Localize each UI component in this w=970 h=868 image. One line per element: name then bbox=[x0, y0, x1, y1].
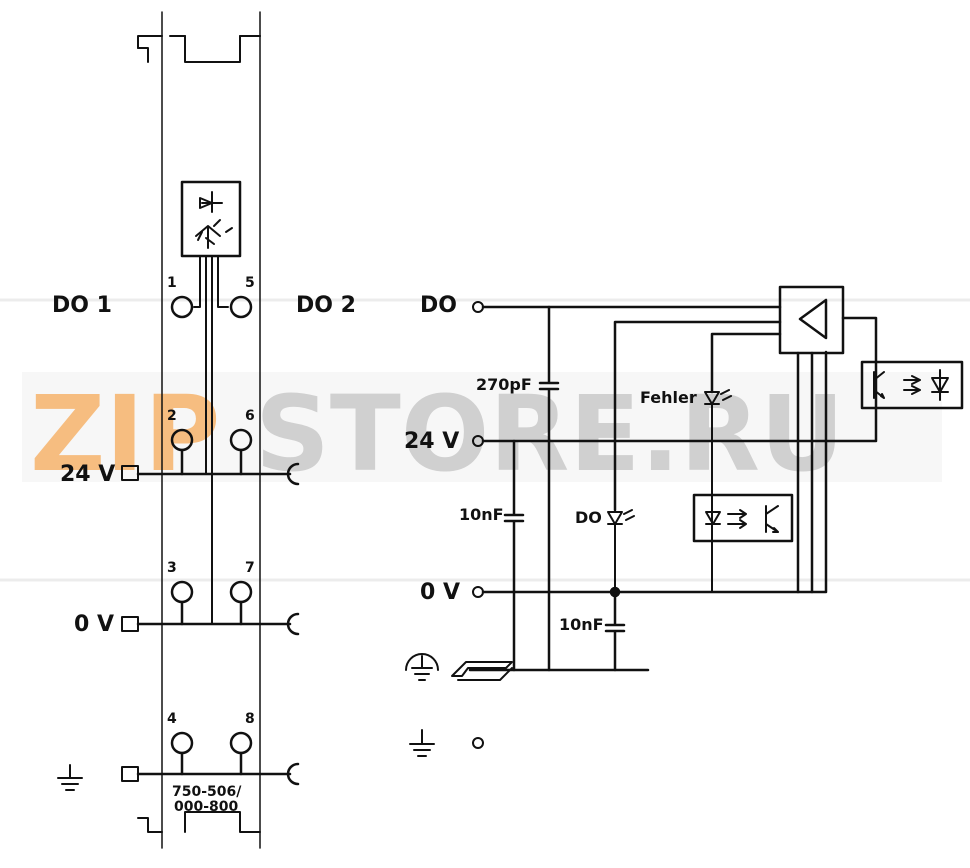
optocoupler-symbol bbox=[195, 191, 233, 249]
ground-icon bbox=[57, 764, 83, 791]
pin-label-7: 7 bbox=[245, 560, 255, 576]
label-do2: DO 2 bbox=[296, 293, 356, 318]
terminal-8[interactable] bbox=[229, 731, 253, 755]
label-do-led: DO bbox=[575, 508, 602, 527]
terminal-7[interactable] bbox=[229, 580, 253, 604]
pin-label-1: 1 bbox=[167, 275, 177, 291]
output-opto-icon bbox=[873, 369, 949, 401]
label-24v-right: 24 V bbox=[404, 429, 459, 454]
amplifier-icon bbox=[798, 298, 828, 340]
opto-wire-1 bbox=[193, 255, 201, 308]
do-led-wire bbox=[613, 320, 782, 512]
module-top-clip bbox=[137, 35, 261, 63]
output-opto-box bbox=[860, 360, 964, 410]
label-24v-left: 24 V bbox=[60, 462, 115, 487]
cap-10nf-a bbox=[503, 439, 525, 672]
do-terminal[interactable] bbox=[472, 301, 484, 313]
label-do1: DO 1 bbox=[52, 293, 112, 318]
label-fehler: Fehler bbox=[640, 388, 697, 407]
v0-terminal[interactable] bbox=[472, 586, 484, 598]
fehler-led-icon bbox=[704, 389, 732, 593]
fehler-led-wire bbox=[710, 332, 782, 394]
protective-earth-icon bbox=[405, 653, 439, 681]
terminal-module bbox=[57, 11, 300, 849]
din-rail-icon bbox=[451, 661, 513, 681]
label-270pf: 270pF bbox=[476, 375, 532, 394]
watermark-text-zip: ZIP bbox=[30, 373, 220, 495]
label-10nf-b: 10nF bbox=[559, 615, 604, 634]
bus-0v bbox=[121, 600, 300, 636]
amplifier-box bbox=[778, 285, 845, 355]
part-number-line2: 000-800 bbox=[174, 799, 239, 815]
part-number-line1: 750-506/ bbox=[172, 784, 242, 800]
opto-wire-2 bbox=[217, 255, 229, 308]
do-opto-box bbox=[692, 493, 794, 543]
terminal-1[interactable] bbox=[170, 295, 194, 319]
terminal-5[interactable] bbox=[229, 295, 253, 319]
pin-label-3: 3 bbox=[167, 560, 177, 576]
terminal-3[interactable] bbox=[170, 580, 194, 604]
pin-label-5: 5 bbox=[245, 275, 255, 291]
label-0v-left: 0 V bbox=[74, 612, 114, 637]
pin-label-8: 8 bbox=[245, 711, 255, 727]
bus-24v bbox=[121, 448, 300, 486]
label-0v-right: 0 V bbox=[420, 580, 460, 605]
label-do-right: DO bbox=[420, 293, 457, 318]
cap-10nf-b bbox=[604, 590, 626, 672]
pin-label-4: 4 bbox=[167, 711, 177, 727]
bus-pe bbox=[121, 751, 300, 786]
earth-icon bbox=[409, 729, 435, 757]
terminal-4[interactable] bbox=[170, 731, 194, 755]
v0-wire bbox=[481, 350, 828, 594]
module-bottom-clip bbox=[137, 811, 261, 833]
do-opto-icon bbox=[705, 505, 779, 533]
pin-label-2: 2 bbox=[167, 408, 177, 424]
module-housing bbox=[161, 11, 261, 849]
pin-label-6: 6 bbox=[245, 408, 255, 424]
earth-terminal[interactable] bbox=[472, 737, 484, 749]
do-led-icon bbox=[607, 509, 635, 593]
schematic bbox=[405, 285, 964, 757]
label-10nf-a: 10nF bbox=[459, 505, 504, 524]
cap-270pf bbox=[538, 305, 560, 672]
